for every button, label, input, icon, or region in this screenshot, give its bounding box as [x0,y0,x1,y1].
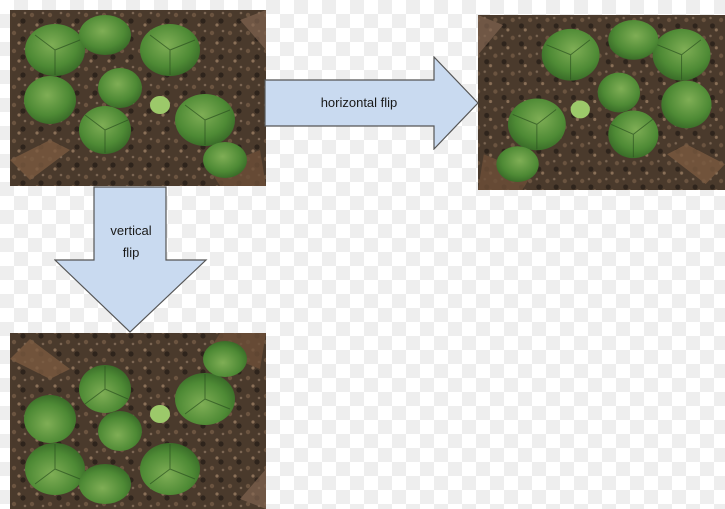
vertical-flip-photo [10,333,266,509]
horizontal-flip-label: horizontal flip [284,92,434,114]
vertical-flip-label: vertical flip [94,220,168,264]
plant-illustration-mirrored-horizontal [478,15,725,190]
plant-illustration-mirrored-vertical [10,333,266,509]
original-plant-photo [10,10,266,186]
plant-illustration [10,10,266,186]
horizontal-flip-photo [478,15,725,190]
